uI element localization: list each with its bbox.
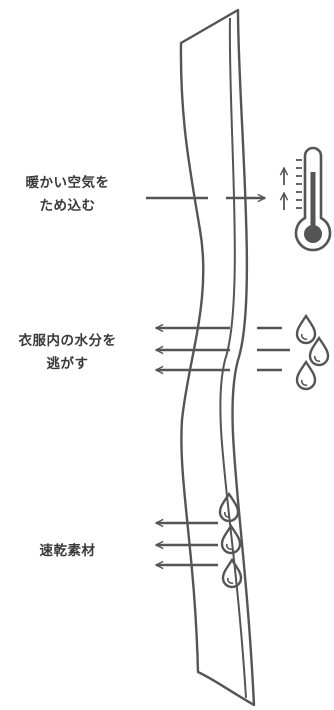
water-drop-icon <box>218 491 240 523</box>
quick-dry-label: 速乾素材 <box>0 540 135 563</box>
water-drop-icon <box>308 335 330 367</box>
water-drop-icon <box>295 359 317 391</box>
moisture-dashes <box>257 326 290 372</box>
moisture-label-line-2: 逃がす <box>46 356 89 372</box>
water-drop-icon <box>295 313 317 345</box>
thermometer-icon <box>294 146 332 252</box>
water-drop-icon <box>220 523 242 555</box>
warm-air-label-line-1: 暖かい空気を <box>25 175 110 191</box>
fabric-layer <box>179 8 256 707</box>
water-drop-icon <box>221 557 243 589</box>
warm-air-label-line-2: ため込む <box>39 198 96 214</box>
moisture-release-arrows <box>156 328 230 370</box>
moisture-label-line-1: 衣服内の水分を <box>18 333 117 349</box>
moisture-release-label: 衣服内の水分を 逃がす <box>0 330 135 376</box>
quick-dry-label-line-1: 速乾素材 <box>39 543 96 559</box>
quick-dry-arrows <box>156 523 218 565</box>
warm-air-label: 暖かい空気を ため込む <box>0 172 135 218</box>
